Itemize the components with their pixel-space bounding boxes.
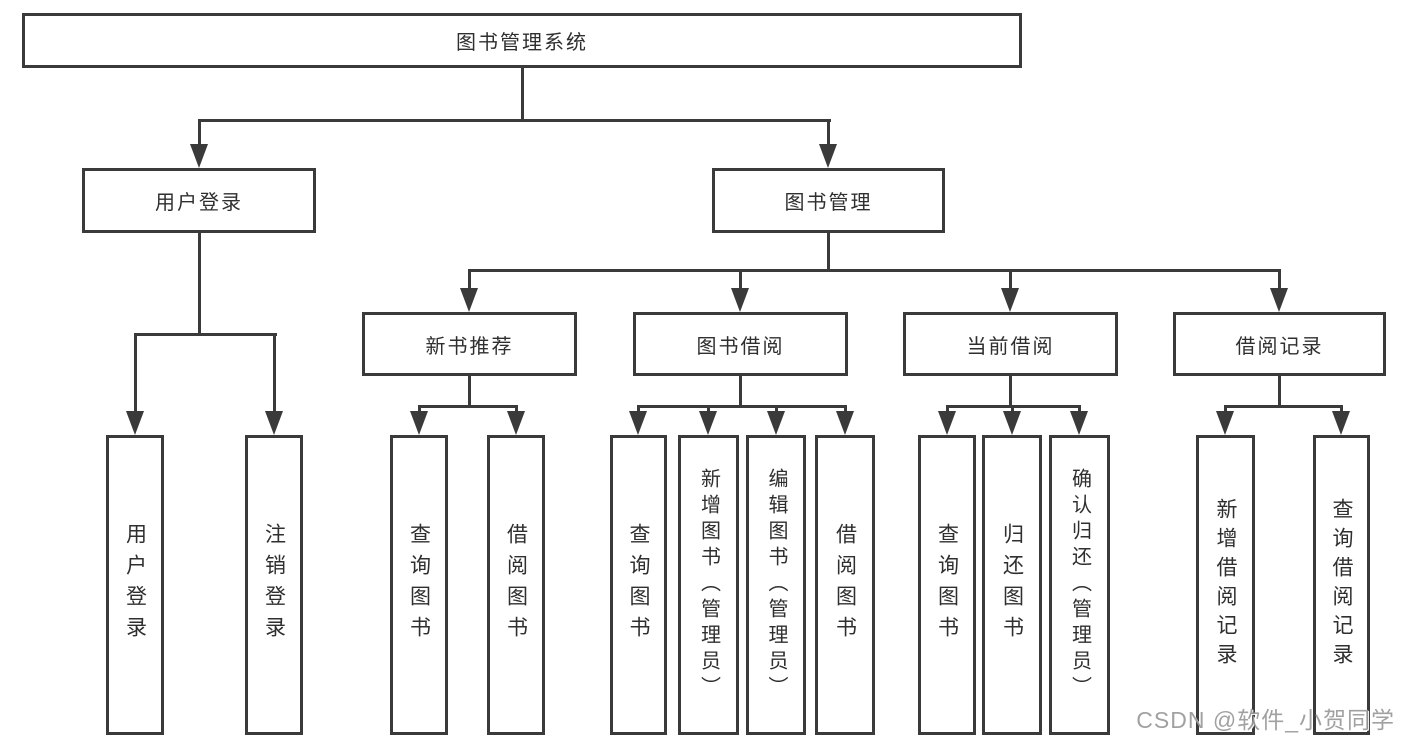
node-current-borrow: 当前借阅 <box>903 312 1118 376</box>
leaf-add-book-admin-label: 新增图书（管理员） <box>697 468 720 702</box>
leaf-query-borrow-record-label: 查询借阅记录 <box>1330 498 1353 672</box>
edge-book-management-stub-3 <box>1009 269 1012 291</box>
edge-borrow-records-stub-1 <box>1224 405 1227 415</box>
leaf-user-login-label: 用户登录 <box>123 523 147 647</box>
node-borrow-records-label: 借阅记录 <box>1235 335 1324 358</box>
edge-book-borrow-arrowhead-4 <box>836 411 854 435</box>
edge-book-management-arrowhead-3 <box>1001 288 1019 312</box>
edge-book-management-arrowhead-2 <box>731 288 749 312</box>
edge-new-book-recommend-hbus <box>418 405 518 408</box>
leaf-borrow-books-recommend-label: 借阅图书 <box>504 523 528 647</box>
edge-current-borrow-stub-1 <box>946 405 949 415</box>
leaf-add-borrow-record: 新增借阅记录 <box>1196 435 1255 735</box>
leaf-query-books-current-label: 查询图书 <box>935 523 959 647</box>
node-book-borrow-label: 图书借阅 <box>696 335 785 358</box>
edge-user-login-stub-1 <box>134 333 137 413</box>
edge-book-borrow-stub-1 <box>637 405 640 415</box>
edge-book-management-stub-1 <box>468 269 471 291</box>
leaf-confirm-return-admin-label: 确认归还（管理员） <box>1068 468 1091 702</box>
edge-current-borrow-arrowhead-3 <box>1070 411 1088 435</box>
node-user-login: 用户登录 <box>82 168 316 233</box>
watermark: CSDN @软件_小贺同学 <box>1136 707 1395 733</box>
edge-root-arrowhead-user-login <box>190 144 208 168</box>
edge-borrow-records-stub-2 <box>1340 405 1343 415</box>
edge-book-borrow-hbus <box>637 405 847 408</box>
leaf-borrow-books: 借阅图书 <box>815 435 875 735</box>
node-current-borrow-label: 当前借阅 <box>966 335 1055 358</box>
leaf-edit-book-admin: 编辑图书（管理员） <box>746 435 806 735</box>
edge-borrow-records-vline <box>1278 376 1281 408</box>
edge-book-borrow-vline <box>739 376 742 408</box>
leaf-add-borrow-record-label: 新增借阅记录 <box>1214 498 1237 672</box>
edge-book-management-vline <box>827 233 830 272</box>
edge-book-borrow-stub-4 <box>844 405 847 415</box>
edge-book-management-hbus <box>468 269 1281 272</box>
edge-current-borrow-arrowhead-2 <box>1003 411 1021 435</box>
leaf-user-login: 用户登录 <box>106 435 164 735</box>
edge-root-vline <box>521 68 524 122</box>
edge-user-login-hbus <box>134 333 277 336</box>
node-root: 图书管理系统 <box>22 13 1022 68</box>
leaf-query-books-current: 查询图书 <box>918 435 976 735</box>
edge-user-login-vline <box>198 233 201 336</box>
node-book-management: 图书管理 <box>712 168 945 233</box>
leaf-logout: 注销登录 <box>245 435 303 735</box>
edge-user-login-stub-2 <box>273 333 276 413</box>
leaf-borrow-books-label: 借阅图书 <box>833 523 857 647</box>
edge-root-arrowhead-book-management <box>819 144 837 168</box>
edge-borrow-records-arrowhead-2 <box>1332 411 1350 435</box>
edge-new-book-recommend-vline <box>468 376 471 408</box>
edge-user-login-arrowhead-2 <box>265 411 283 435</box>
leaf-logout-label: 注销登录 <box>262 523 286 647</box>
node-root-label: 图书管理系统 <box>456 32 588 54</box>
leaf-edit-book-admin-label: 编辑图书（管理员） <box>765 468 787 702</box>
edge-current-borrow-stub-3 <box>1078 405 1081 415</box>
edge-new-book-recommend-arrowhead-2 <box>507 411 525 435</box>
edge-new-book-recommend-arrowhead-1 <box>410 411 428 435</box>
leaf-borrow-books-recommend: 借阅图书 <box>487 435 545 735</box>
edge-new-book-recommend-stub-2 <box>515 405 518 415</box>
edge-book-borrow-arrowhead-1 <box>629 411 647 435</box>
node-book-borrow: 图书借阅 <box>633 312 848 376</box>
edge-root-hbus <box>198 119 831 122</box>
edge-borrow-records-hbus <box>1224 405 1343 408</box>
leaf-confirm-return-admin: 确认归还（管理员） <box>1049 435 1110 735</box>
edge-current-borrow-vline <box>1009 376 1012 408</box>
node-book-management-label: 图书管理 <box>784 192 873 214</box>
edge-root-stub-book-management <box>827 119 830 147</box>
edge-new-book-recommend-stub-1 <box>418 405 421 415</box>
edge-book-management-stub-2 <box>739 269 742 291</box>
edge-book-management-arrowhead-1 <box>460 288 478 312</box>
node-user-login-label: 用户登录 <box>155 192 243 214</box>
edge-book-management-stub-4 <box>1278 269 1281 291</box>
node-new-book-recommend: 新书推荐 <box>362 312 577 376</box>
node-new-book-recommend-label: 新书推荐 <box>425 335 514 358</box>
leaf-return-books: 归还图书 <box>982 435 1042 735</box>
edge-book-borrow-stub-3 <box>775 405 778 415</box>
leaf-query-books-recommend: 查询图书 <box>390 435 448 735</box>
leaf-query-books-recommend-label: 查询图书 <box>407 523 431 647</box>
leaf-add-book-admin: 新增图书（管理员） <box>678 435 739 735</box>
leaf-return-books-label: 归还图书 <box>1000 523 1024 647</box>
edge-borrow-records-arrowhead-1 <box>1216 411 1234 435</box>
edge-current-borrow-arrowhead-1 <box>938 411 956 435</box>
edge-book-management-arrowhead-4 <box>1270 288 1288 312</box>
leaf-query-borrow-record: 查询借阅记录 <box>1313 435 1370 735</box>
edge-book-borrow-arrowhead-2 <box>699 411 717 435</box>
edge-user-login-arrowhead-1 <box>126 411 144 435</box>
edge-book-borrow-stub-2 <box>707 405 710 415</box>
leaf-query-books-borrow-label: 查询图书 <box>627 523 650 647</box>
edge-book-borrow-arrowhead-3 <box>767 411 785 435</box>
edge-current-borrow-stub-2 <box>1011 405 1014 415</box>
edge-root-stub-user-login <box>198 119 201 147</box>
node-borrow-records: 借阅记录 <box>1173 312 1386 376</box>
leaf-query-books-borrow: 查询图书 <box>610 435 667 735</box>
